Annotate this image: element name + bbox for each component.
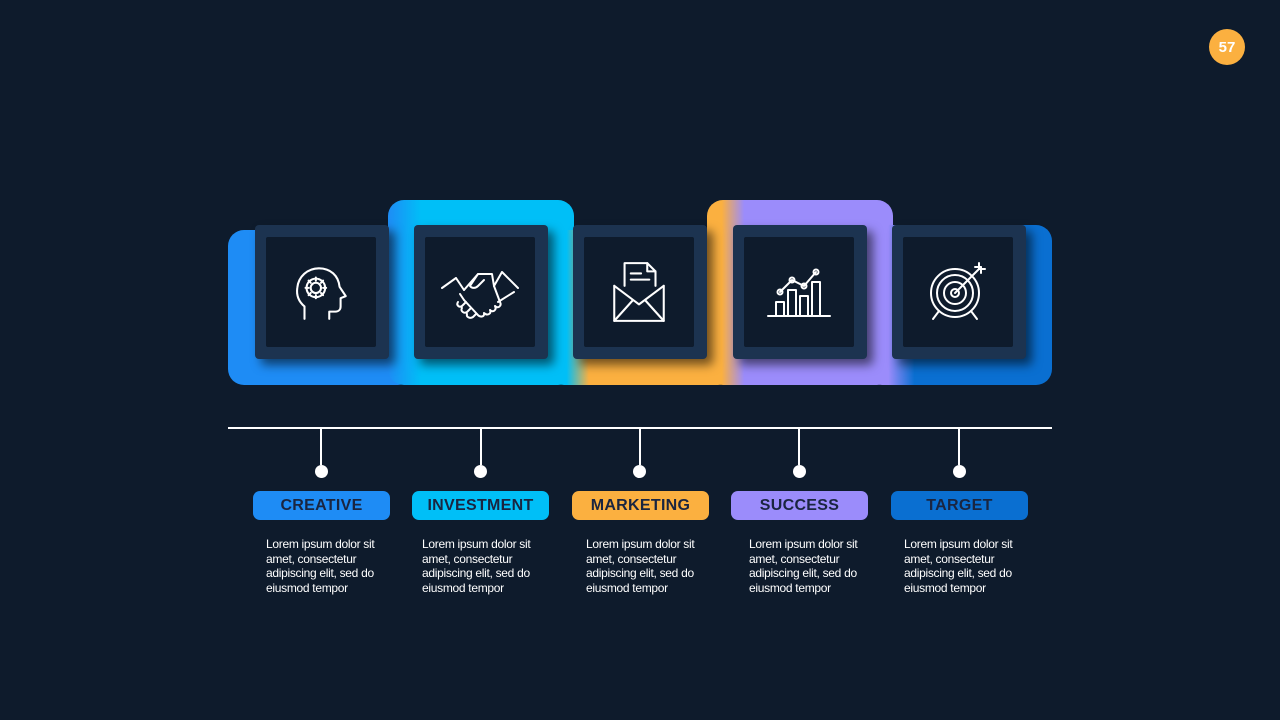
target-icon bbox=[930, 262, 986, 320]
card-creative bbox=[255, 225, 389, 359]
step-label-investment: INVESTMENT bbox=[412, 491, 549, 520]
timeline-dot bbox=[633, 465, 646, 478]
connector-stem bbox=[480, 429, 482, 465]
connector-stem bbox=[639, 429, 641, 465]
mail-document-icon bbox=[613, 262, 665, 322]
page-number-badge: 57 bbox=[1209, 29, 1245, 65]
step-label-creative: CREATIVE bbox=[253, 491, 390, 520]
step-label-marketing: MARKETING bbox=[572, 491, 709, 520]
head-gear-icon bbox=[296, 267, 347, 320]
card-success bbox=[733, 225, 867, 359]
timeline-dot bbox=[793, 465, 806, 478]
connector-stem bbox=[958, 429, 960, 465]
step-description-creative: Lorem ipsum dolor sit amet, consectetur … bbox=[266, 537, 375, 595]
step-description-success: Lorem ipsum dolor sit amet, consectetur … bbox=[749, 537, 858, 595]
timeline-dot bbox=[474, 465, 487, 478]
step-label-success: SUCCESS bbox=[731, 491, 868, 520]
card-investment bbox=[414, 225, 548, 359]
timeline-dot bbox=[315, 465, 328, 478]
card-target bbox=[892, 225, 1026, 359]
connector-stem bbox=[320, 429, 322, 465]
timeline-dot bbox=[953, 465, 966, 478]
step-label-target: TARGET bbox=[891, 491, 1028, 520]
timeline-line bbox=[228, 427, 1052, 429]
connector-stem bbox=[798, 429, 800, 465]
step-description-marketing: Lorem ipsum dolor sit amet, consectetur … bbox=[586, 537, 695, 595]
growth-chart-icon bbox=[767, 268, 831, 317]
step-description-target: Lorem ipsum dolor sit amet, consectetur … bbox=[904, 537, 1013, 595]
step-description-investment: Lorem ipsum dolor sit amet, consectetur … bbox=[422, 537, 531, 595]
card-marketing bbox=[573, 225, 707, 359]
handshake-icon bbox=[441, 271, 519, 319]
